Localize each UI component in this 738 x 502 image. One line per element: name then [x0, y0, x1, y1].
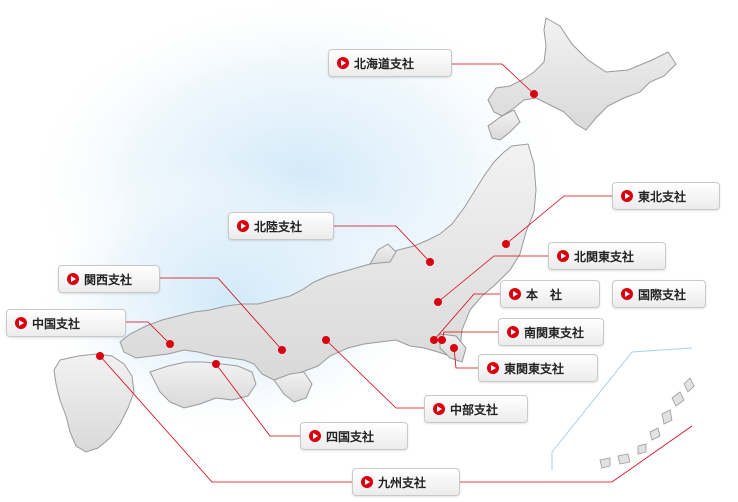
chubu-branch-button[interactable]: 中部支社 [424, 395, 528, 423]
play-icon [15, 317, 27, 329]
shikoku-branch-button[interactable]: 四国支社 [300, 422, 408, 450]
hokkaido-island [487, 17, 677, 131]
kii-peninsula [273, 371, 313, 403]
kyushu-branch-button[interactable]: 九州支社 [352, 468, 460, 496]
shikoku-branch-label: 四国支社 [326, 429, 375, 444]
kyushu-branch-label: 九州支社 [378, 475, 427, 490]
tohoku-branch-label: 東北支社 [638, 189, 687, 204]
dot-hokkaido [530, 90, 538, 98]
dot-kansai [278, 346, 286, 354]
hokkaido-branch-button[interactable]: 北海道支社 [328, 49, 452, 77]
kitakanto-branch-label: 北関東支社 [574, 249, 635, 264]
play-icon [487, 362, 499, 374]
inset-frame [551, 347, 693, 470]
play-icon [509, 288, 521, 300]
kokusai-branch-label: 国際支社 [638, 287, 687, 302]
dot-minamikanto [438, 336, 446, 344]
higashikanto-branch-label: 東関東支社 [504, 361, 565, 376]
hokkaido-branch-label: 北海道支社 [354, 56, 415, 71]
chugoku-branch-label: 中国支社 [32, 316, 81, 331]
oshima-peninsula [487, 109, 521, 141]
dot-chubu [322, 336, 330, 344]
honsha-label: 本 社 [526, 287, 563, 302]
location-dots [96, 90, 538, 368]
play-icon [67, 273, 79, 285]
play-icon [361, 476, 373, 488]
kansai-branch-label: 関西支社 [84, 272, 133, 287]
kansai-branch-button[interactable]: 関西支社 [58, 265, 160, 293]
hokuriku-branch-label: 北陸支社 [254, 219, 303, 234]
honsha-button[interactable]: 本 社 [500, 280, 600, 308]
play-icon [507, 326, 519, 338]
chugoku-branch-button[interactable]: 中国支社 [6, 309, 126, 337]
hokuriku-branch-button[interactable]: 北陸支社 [228, 212, 334, 240]
kokusai-branch-button[interactable]: 国際支社 [612, 280, 706, 308]
dot-chugoku [166, 340, 174, 348]
noto-peninsula [369, 243, 397, 265]
play-icon [337, 57, 349, 69]
shikoku-island [149, 361, 257, 409]
minamikanto-branch-label: 南関東支社 [524, 325, 585, 340]
okinawa-islands [599, 377, 695, 469]
minamikanto-branch-button[interactable]: 南関東支社 [498, 318, 604, 346]
dot-higashikanto [450, 344, 458, 352]
chubu-branch-label: 中部支社 [450, 402, 499, 417]
tohoku-branch-button[interactable]: 東北支社 [612, 182, 720, 210]
dot-kyushu [96, 352, 104, 360]
dot-tohoku [502, 240, 510, 248]
kyushu-island [53, 353, 135, 453]
play-icon [621, 190, 633, 202]
play-icon [433, 403, 445, 415]
play-icon [557, 250, 569, 262]
play-icon [621, 288, 633, 300]
dot-hokuriku [426, 258, 434, 266]
higashikanto-branch-button[interactable]: 東関東支社 [478, 354, 598, 382]
kitakanto-branch-button[interactable]: 北関東支社 [548, 242, 666, 270]
dot-kitakanto [434, 298, 442, 306]
play-icon [309, 430, 321, 442]
play-icon [237, 220, 249, 232]
dot-honsha [430, 336, 438, 344]
dot-shikoku [212, 360, 220, 368]
connector-lines [99, 63, 693, 483]
